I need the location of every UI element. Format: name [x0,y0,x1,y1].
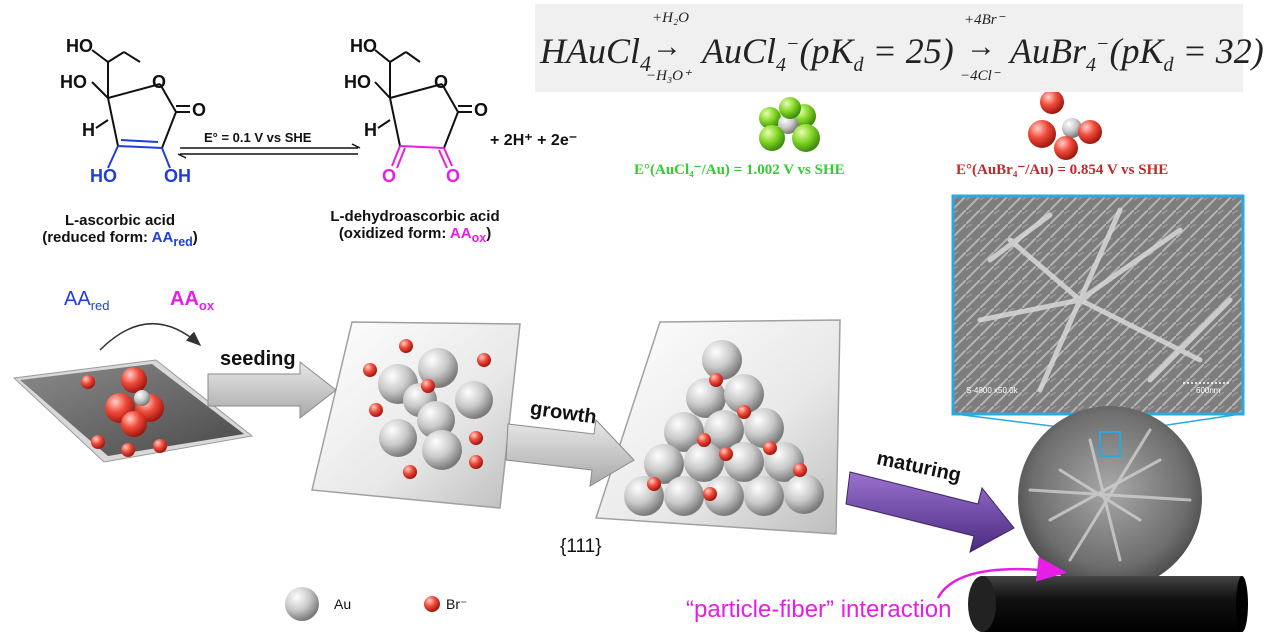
arrow1-bottom-label: −H₃O⁺ [646,68,691,84]
seeding-label: seeding [220,348,296,370]
atom-o-ring-2: O [434,72,449,92]
interaction-arrow [936,556,1067,599]
gold-microflower [1018,406,1202,590]
sem-scale-label: 600nm [1196,386,1221,395]
dehydroascorbic-acid-structure [374,49,472,169]
arrow2-icon: → [966,30,996,63]
atom-o-keto-1: O [382,166,397,186]
seed-plate [12,359,254,463]
sem-instrument-label: S-4800 x50.0k [966,386,1018,395]
atom-o-carbonyl-1: O [192,100,207,120]
atom-h-2: H [364,120,377,140]
atom-ho-2: HO [60,72,87,92]
aucl4-potential: E°(AuCl₄⁻/Au) = 1.002 V vs SHE [634,162,845,178]
atom-o-keto-2: O [446,166,461,186]
cycle-aa-ox: AAox [170,288,215,313]
atom-ho-4: HO [344,72,371,92]
ascorbic-acid-label: L-ascorbic acid (reduced form: AAred) [42,212,198,249]
products-extra: + 2H⁺ + 2e⁻ [490,132,578,149]
particle-fiber-interaction-label: “particle-fiber” interaction [686,596,952,623]
cycle-aa-red: AAred [64,288,110,313]
growth-plate [594,319,841,535]
equation-reactant: HAuCl4 [540,31,652,77]
growth-arrow [505,418,635,487]
atom-ho-enol: HO [90,166,117,186]
atom-o-carbonyl-2: O [474,100,489,120]
legend-br-label: Br⁻ [446,596,468,612]
aucl4-molecule [759,97,820,152]
sem-inset [951,194,1245,416]
aubr4-molecule [1028,90,1102,160]
atom-ho-3: HO [350,36,377,56]
equation-species1: AuCl4−(pKd = 25) [702,31,954,77]
fiber [968,576,1248,632]
facet-label: {111} [560,536,602,557]
legend-br-sphere [424,596,440,612]
ascorbic-acid-structure [91,49,190,169]
arrow2-top-label: +4Br⁻ [964,12,1005,28]
atom-oh-enol: OH [164,166,191,186]
atom-ho-1: HO [66,36,93,56]
redox-potential-label: E° = 0.1 V vs SHE [204,130,312,145]
dehydroascorbic-acid-label: L-dehydroascorbic acid (oxidized form: A… [330,208,500,245]
equation-box [535,4,1243,92]
legend-au-sphere [285,587,319,621]
maturing-arrow [845,471,1015,553]
redox-cycle-arrow [99,323,202,351]
arrow2-bottom-label: −4Cl⁻ [960,68,1000,84]
arrow1-top-label: +H₂O [652,10,690,26]
seeding-arrow [207,360,337,420]
equation-species2: AuBr4−(pKd = 32) [1010,31,1264,77]
equilibrium-arrows [177,143,361,159]
seeding-plate [311,321,521,509]
atom-h-1: H [82,120,95,140]
atom-o-ring-1: O [152,72,167,92]
legend-au-label: Au [334,596,352,612]
aubr4-potential: E°(AuBr₄⁻/Au) = 0.854 V vs SHE [956,162,1169,178]
arrow1-icon: → [652,30,682,63]
